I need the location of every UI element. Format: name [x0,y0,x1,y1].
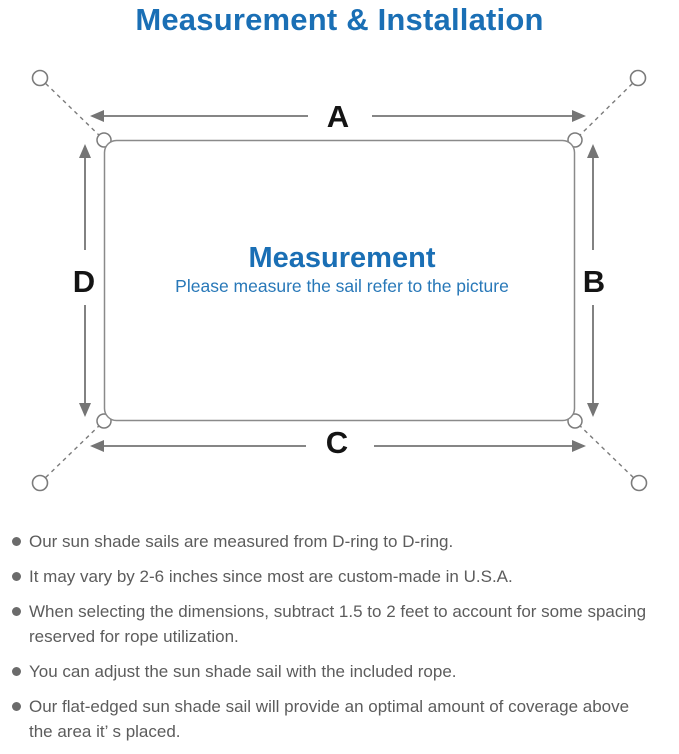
diagram-center-subtitle: Please measure the sail refer to the pic… [175,276,509,296]
bullet-icon [12,572,21,581]
anchor-point-circle-bottom-right [630,474,648,492]
anchor-point-circle-bottom-left [31,474,49,492]
page-title: Measurement & Installation [135,2,544,37]
list-item: Our sun shade sails are measured from D-… [12,529,673,554]
anchor-point-circle-top-left [31,69,49,87]
dimension-label-c: C [326,425,348,460]
anchor-point-circle-top-right [629,69,647,87]
dimension-label-a: A [327,99,349,134]
measurement-diagram: A B C D Measurement Please measure the s… [31,69,648,492]
diagram-center-title: Measurement [249,242,436,274]
notes-list: Our sun shade sails are measured from D-… [12,529,673,754]
bullet-icon [12,702,21,711]
list-item: It may vary by 2-6 inches since most are… [12,564,673,589]
dimension-label-d: D [73,264,95,299]
bullet-icon [12,607,21,616]
list-item: You can adjust the sun shade sail with t… [12,659,673,684]
sail-outline [103,139,576,422]
note-text: Our sun shade sails are measured from D-… [29,532,454,551]
anchor-points [31,69,648,492]
bullet-icon [12,667,21,676]
rope-dashed-line-top-right [574,77,639,141]
rope-dashed-line-bottom-right [574,420,640,484]
note-text: When selecting the dimensions, subtract … [29,602,647,646]
dimension-label-b: B [583,264,605,299]
note-text: You can adjust the sun shade sail with t… [29,662,457,681]
list-item: Our flat-edged sun shade sail will provi… [12,694,673,744]
note-text: Our flat-edged sun shade sail will provi… [29,697,630,741]
rope-dashed-line-top-left [39,77,105,141]
bullet-icon [12,537,21,546]
note-text: It may vary by 2-6 inches since most are… [29,567,513,586]
list-item: When selecting the dimensions, subtract … [12,599,673,649]
rope-dashed-lines [39,77,640,484]
dimension-arrows [79,110,599,452]
rope-dashed-line-bottom-left [39,420,105,484]
